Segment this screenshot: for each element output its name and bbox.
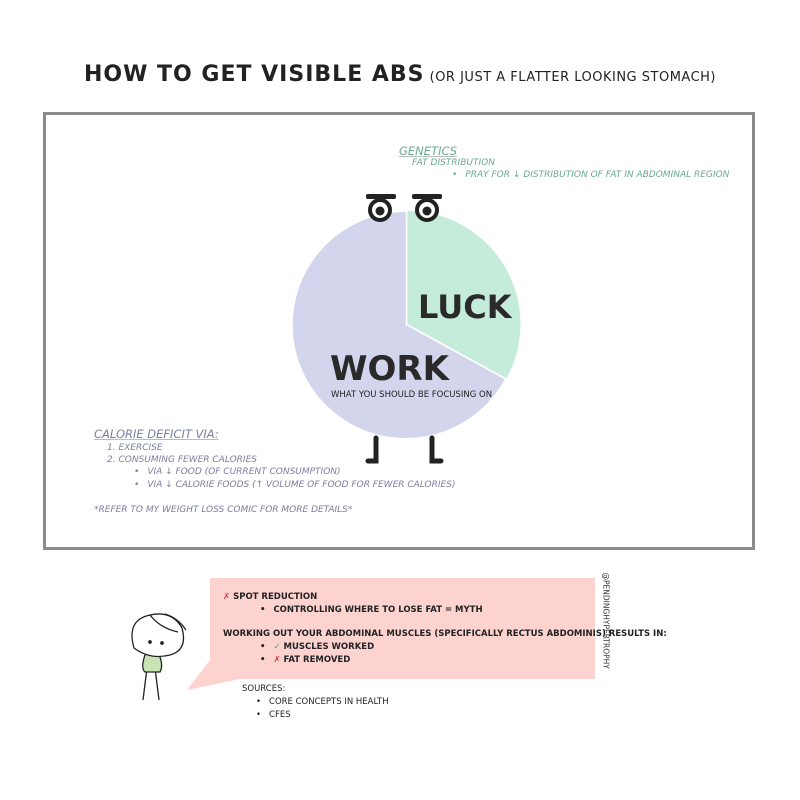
legs-icon	[365, 435, 444, 464]
calorie-bullet: Via ↓ calorie foods (↑ volume of food fo…	[134, 480, 455, 490]
check-icon: ✓	[273, 642, 281, 652]
title-main: How to get visible abs	[84, 62, 425, 87]
pie-slice-luck	[407, 210, 521, 379]
calorie-note: *Refer to my weight loss comic for more …	[94, 505, 353, 515]
eyes-icon	[366, 194, 442, 222]
working-text: Working out your abdominal muscles (spec…	[223, 629, 667, 639]
page-title: How to get visible abs (or just a flatte…	[0, 62, 800, 87]
sources-heading: Sources:	[242, 684, 286, 694]
pie-chart	[292, 210, 521, 438]
spot-text: Spot reduction	[233, 592, 318, 602]
handle-text: @pendinghypertrophy	[601, 572, 611, 669]
source-item: CFES	[256, 710, 291, 720]
x-icon: ✗	[223, 592, 231, 602]
x-icon: ✗	[273, 655, 281, 665]
author-handle: @pendinghypertrophy	[596, 573, 616, 688]
source-item: Core concepts in health	[256, 697, 389, 707]
work-caption: What you should be focusing on	[331, 390, 492, 400]
result-item: ✗ Fat removed	[260, 655, 350, 665]
result-text: Fat removed	[283, 655, 351, 665]
genetics-heading: Genetics	[399, 144, 458, 158]
speech-bubble: ✗ Spot reduction Controlling where to lo…	[210, 578, 667, 679]
result-text: Muscles worked	[283, 642, 375, 652]
calorie-item: 1. Exercise	[107, 443, 163, 453]
calorie-bullet: Via ↓ food (of current consumption)	[134, 467, 340, 477]
spot-bullet: Controlling where to lose fat = myth	[260, 605, 482, 615]
pie-slice-work	[292, 211, 505, 438]
work-label: Work	[330, 349, 451, 389]
calorie-heading: Calorie deficit via:	[94, 427, 219, 441]
luck-label: Luck	[418, 288, 513, 326]
calorie-item: 2. Consuming fewer calories	[107, 455, 257, 465]
result-item: ✓ Muscles worked	[260, 642, 374, 652]
genetics-bullet: Pray for ↓ distribution of fat in abdomi…	[452, 170, 729, 180]
title-sub: (or just a flatter looking stomach)	[429, 70, 716, 85]
genetics-sub: Fat distribution	[412, 158, 495, 168]
spot-reduction: ✗ Spot reduction	[223, 592, 317, 602]
character-illustration	[131, 613, 187, 701]
